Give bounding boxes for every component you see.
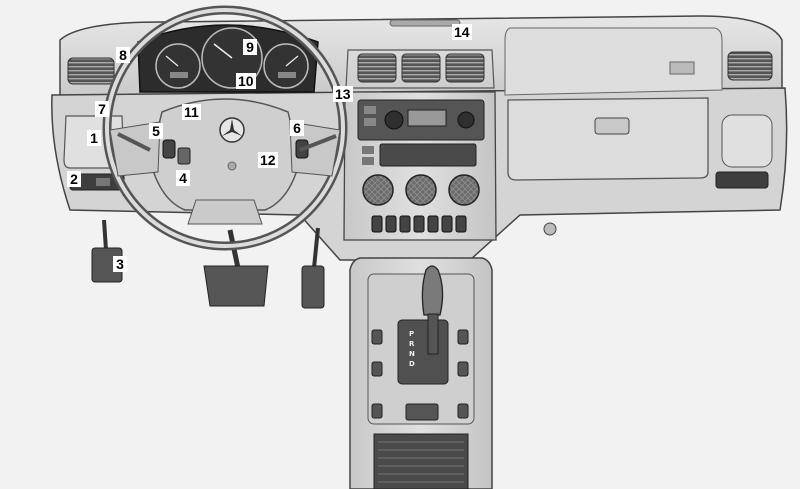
svg-text:P: P xyxy=(409,330,414,338)
callout-label: 7 xyxy=(95,101,109,117)
callout-label: 10 xyxy=(236,73,256,89)
storage-compartment xyxy=(379,143,477,167)
fuel-gauge-needle xyxy=(285,55,299,67)
callout-label: 6 xyxy=(290,120,304,136)
radio-left-knob xyxy=(384,110,404,130)
speedometer-needle xyxy=(213,43,233,59)
defrost-slot xyxy=(389,19,461,27)
radio-right-knob xyxy=(457,111,475,129)
callout-label: 1 xyxy=(87,130,101,146)
center-vent-frame xyxy=(345,49,495,89)
callout-label: 12 xyxy=(258,152,278,168)
odometer-display-right xyxy=(278,72,296,78)
gear-selector-stem xyxy=(427,313,439,355)
radio-side-button-1 xyxy=(364,106,376,114)
callout-label: 13 xyxy=(333,86,353,102)
mercedes-star-points xyxy=(222,119,242,136)
console-storage-lid xyxy=(373,433,469,489)
steering-lower-spoke xyxy=(187,199,263,225)
shift-gate xyxy=(397,319,449,385)
right-air-vent xyxy=(727,51,773,81)
accelerator-arm xyxy=(312,227,320,269)
center-vent-2 xyxy=(401,53,441,83)
callout-label: 5 xyxy=(149,123,163,139)
parking-brake-arm xyxy=(102,219,108,251)
radio-side-button-2 xyxy=(364,118,376,126)
climate-button-row xyxy=(371,215,467,233)
brake-pedal xyxy=(203,265,269,307)
center-vent-1 xyxy=(357,53,397,83)
callout-label: 4 xyxy=(176,170,190,186)
callout-label: 11 xyxy=(182,104,201,120)
storage-button-1 xyxy=(362,146,374,154)
gear-selector-knob xyxy=(421,265,444,316)
left-air-vent xyxy=(67,57,115,85)
callout-label: 9 xyxy=(243,39,257,55)
climate-knob-right xyxy=(448,174,480,206)
console-lid-ribs xyxy=(378,441,464,483)
storage-button-2 xyxy=(362,157,374,165)
horn-marking xyxy=(227,161,237,171)
svg-text:D: D xyxy=(409,360,415,368)
tachometer-needle xyxy=(165,55,179,67)
radio-display xyxy=(407,109,447,127)
svg-text:N: N xyxy=(409,350,415,358)
airbag-label xyxy=(669,61,695,75)
dash-screw xyxy=(543,222,557,236)
steering-button-left xyxy=(162,139,176,159)
callout-label: 14 xyxy=(452,24,472,40)
console-switches xyxy=(371,329,469,421)
callout-label: 8 xyxy=(116,47,130,63)
left-stalk xyxy=(117,132,151,152)
hood-release-indicator xyxy=(96,178,110,186)
odometer-display-left xyxy=(170,72,188,78)
climate-knob-left xyxy=(362,174,394,206)
cruise-lever xyxy=(177,147,191,165)
glove-box-handle xyxy=(594,117,630,135)
climate-knob-center xyxy=(405,174,437,206)
callout-label: 2 xyxy=(67,171,81,187)
right-side-panel xyxy=(721,114,773,168)
right-dark-recess xyxy=(715,171,769,189)
glove-box xyxy=(507,97,709,181)
callout-label: 3 xyxy=(113,256,127,272)
right-stalk xyxy=(299,134,337,152)
airbag-panel xyxy=(504,27,723,96)
accelerator-pedal xyxy=(301,265,325,309)
steering-wheel-rim-highlight xyxy=(105,8,345,248)
svg-text:R: R xyxy=(409,340,415,348)
center-vent-3 xyxy=(445,53,485,83)
